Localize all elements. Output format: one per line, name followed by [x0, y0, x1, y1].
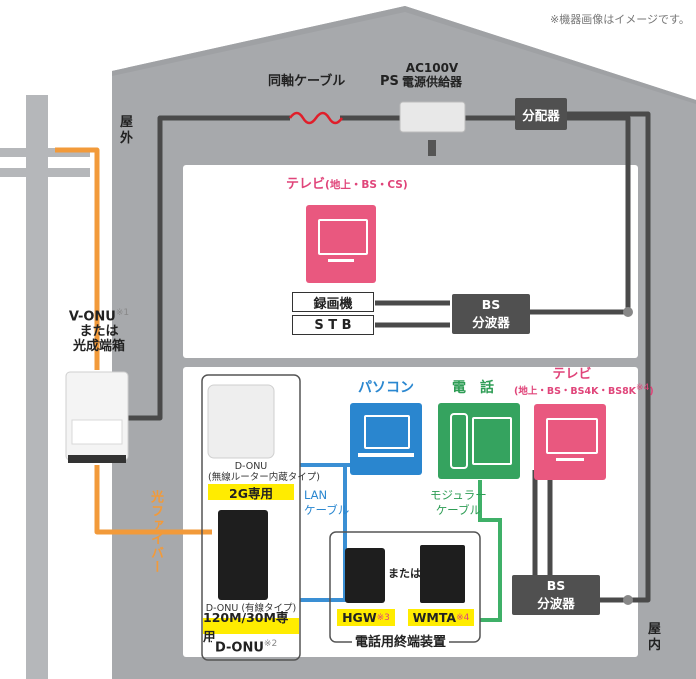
vonu-device	[65, 371, 129, 461]
terminal-group-label: 電話用終端装置	[352, 635, 450, 651]
fiber-cables	[55, 147, 212, 535]
stb-box: S T B	[292, 315, 374, 335]
pole-crossarm-2	[0, 168, 90, 177]
image-note: ※機器画像はイメージです。	[550, 13, 690, 26]
donu-group-label: D-ONU※2	[212, 639, 281, 657]
power-plug-icon	[428, 140, 436, 156]
tv-bottom-icon	[534, 404, 606, 480]
tv-top-icon	[306, 205, 376, 283]
phone-icon	[438, 403, 520, 479]
coax-label: 同軸ケーブル	[268, 74, 346, 89]
splitter-box: 分配器	[515, 98, 567, 130]
coax-wave	[288, 111, 344, 125]
donu-wired-plan: 120M/30M専用	[203, 610, 299, 644]
indoor-label: 屋内	[648, 622, 662, 653]
modular-cable	[478, 480, 502, 622]
wmta-device	[420, 545, 465, 603]
donu-wireless-caption: D-ONU(無線ルーター内蔵タイプ)	[208, 461, 320, 483]
tv-top-label: テレビ(地上・BS・CS)	[286, 177, 408, 192]
modular-label: モジュラーケーブル	[430, 488, 487, 517]
pole-crossarm-1	[0, 148, 90, 157]
donu-wired-caption: D-ONU (有線タイプ)	[205, 603, 297, 614]
donu-wireless-plan: 2G専用	[208, 484, 294, 501]
hgw-device	[345, 548, 385, 603]
wmta-label: WMTA※4	[408, 609, 474, 626]
outdoor-label: 屋外	[120, 115, 134, 146]
fiber-label: 光ファイバー	[148, 490, 163, 574]
donu-wireless-device	[207, 384, 275, 459]
tv-bottom-label: テレビ (地上・BS・BS4K・BS8K※4)	[514, 367, 654, 398]
pc-label: パソコン	[358, 380, 414, 396]
or-label: または	[388, 567, 421, 580]
vonu-label: V-ONU※1 または 光成端箱	[68, 308, 130, 355]
ps-label: PS	[380, 74, 399, 89]
ps-device	[399, 101, 466, 133]
donu-frame	[201, 374, 301, 661]
hgw-label: HGW※3	[337, 609, 395, 626]
pc-icon	[350, 403, 422, 475]
recorder-box: 録画機	[292, 292, 374, 312]
room-upper	[183, 165, 638, 358]
utility-pole	[26, 95, 48, 679]
phone-label: 電 話	[452, 380, 494, 396]
donu-wired-device	[218, 510, 268, 600]
